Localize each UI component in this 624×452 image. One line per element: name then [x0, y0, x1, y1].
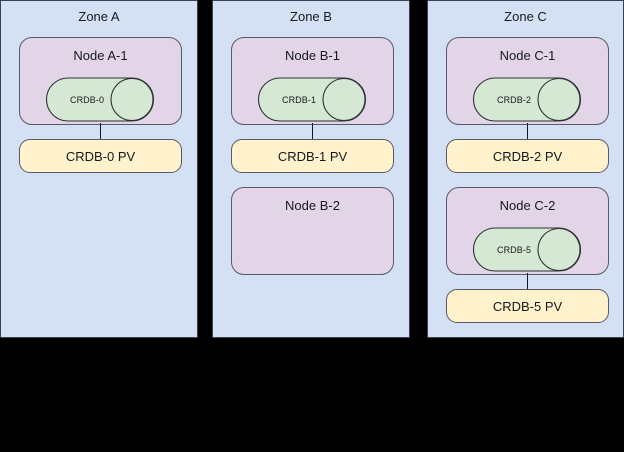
database-cylinder-icon [472, 77, 582, 122]
pv-crdb-0-label: CRDB-0 PV [65, 148, 136, 164]
database-crdb-1-label: CRDB-1 [281, 94, 317, 105]
connector-node-b-1-to-pv [312, 123, 313, 140]
pv-crdb-1[interactable]: CRDB-1 PV [231, 139, 394, 173]
pv-crdb-0[interactable]: CRDB-0 PV [19, 139, 182, 173]
zone-a: Zone A Node A-1 CRDB-0 CRDB-0 PV [0, 0, 198, 338]
node-a-1-title: Node A-1 [73, 48, 128, 63]
pv-crdb-5[interactable]: CRDB-5 PV [446, 289, 609, 323]
node-b-1[interactable]: Node B-1 CRDB-1 [231, 37, 394, 125]
connector-node-c-2-to-pv [527, 273, 528, 290]
database-cylinder-icon [45, 77, 155, 122]
database-crdb-5[interactable]: CRDB-5 [472, 227, 582, 272]
node-b-2[interactable]: Node B-2 [231, 187, 394, 275]
node-c-1[interactable]: Node C-1 CRDB-2 [446, 37, 609, 125]
connector-node-c-1-to-pv [527, 123, 528, 140]
pv-crdb-2[interactable]: CRDB-2 PV [446, 139, 609, 173]
node-c-1-title: Node C-1 [499, 48, 556, 63]
database-crdb-0-label: CRDB-0 [69, 94, 105, 105]
database-crdb-5-label: CRDB-5 [496, 244, 532, 255]
zone-c: Zone C Node C-1 CRDB-2 CRDB-2 PV Node C-… [427, 0, 624, 338]
node-b-2-title: Node B-2 [285, 198, 340, 213]
zone-a-title: Zone A [78, 9, 120, 24]
node-a-1[interactable]: Node A-1 CRDB-0 [19, 37, 182, 125]
zone-b-title: Zone B [290, 9, 332, 24]
zone-b: Zone B Node B-1 CRDB-1 CRDB-1 PV Node B-… [212, 0, 410, 338]
pv-crdb-1-label: CRDB-1 PV [277, 148, 348, 164]
pv-crdb-5-label: CRDB-5 PV [492, 298, 563, 314]
zone-c-title: Zone C [504, 9, 547, 24]
node-b-1-title: Node B-1 [285, 48, 340, 63]
database-crdb-2[interactable]: CRDB-2 [472, 77, 582, 122]
node-c-2-title: Node C-2 [499, 198, 556, 213]
node-c-2[interactable]: Node C-2 CRDB-5 [446, 187, 609, 275]
connector-node-a-1-to-pv [100, 123, 101, 140]
database-cylinder-icon [257, 77, 367, 122]
database-crdb-0[interactable]: CRDB-0 [45, 77, 155, 122]
database-cylinder-icon [472, 227, 582, 272]
database-crdb-2-label: CRDB-2 [496, 94, 532, 105]
pv-crdb-2-label: CRDB-2 PV [492, 148, 563, 164]
database-crdb-1[interactable]: CRDB-1 [257, 77, 367, 122]
